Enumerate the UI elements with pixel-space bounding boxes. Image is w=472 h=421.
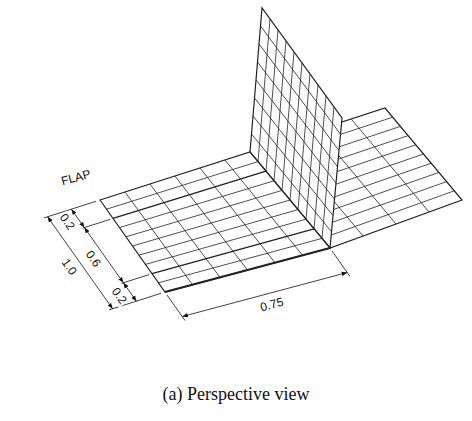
dimension-value: 0.75	[258, 296, 286, 315]
dimension-lines	[44, 201, 350, 320]
left-plate	[100, 152, 330, 292]
dimension-value: 0.2	[56, 211, 77, 234]
dimension-value: 1.0	[58, 255, 79, 278]
dimension-value: 0.6	[82, 248, 103, 271]
figure-caption: (a) Perspective view	[163, 384, 310, 404]
flap-label: FLAP	[59, 168, 93, 189]
dimension-value: 0.2	[108, 284, 129, 307]
